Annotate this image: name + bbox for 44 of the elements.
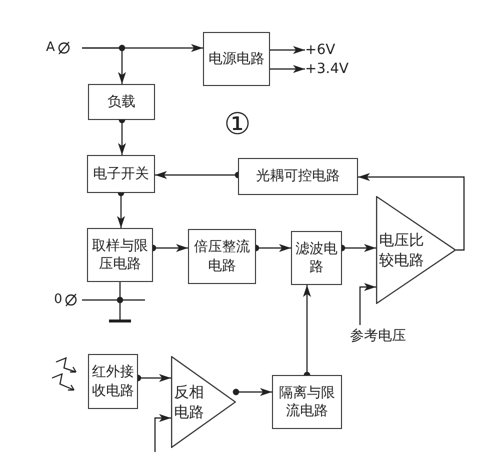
circuit-block (87, 228, 153, 282)
node-label: +3.4V (305, 60, 349, 78)
arrow (155, 171, 238, 179)
node-label: 参考电压 (350, 326, 406, 346)
node-label: 倍压整流电路 (193, 238, 251, 275)
amplifier-triangle (376, 196, 456, 304)
arrow (118, 120, 126, 155)
node-label: 隔离与限流电路 (278, 384, 336, 420)
node-label: +6V (305, 40, 336, 60)
node-label: 红外接收电路 (91, 363, 135, 400)
node-label: 反相电路 (174, 382, 204, 421)
node-label: 滤波电路 (294, 240, 338, 276)
node-label: 电压比较电路 (379, 230, 424, 269)
arrow (270, 65, 305, 73)
circuit-block (88, 354, 138, 409)
arrow (153, 244, 188, 252)
node-label: A (46, 39, 55, 58)
arrow (138, 374, 171, 382)
arrow (256, 244, 291, 252)
arrow (154, 414, 171, 452)
arrow (82, 47, 126, 84)
node-label: 光耦可控电路 (256, 167, 340, 186)
arrow (358, 173, 465, 251)
circuit-block (291, 231, 342, 285)
figure-number: ① (224, 110, 251, 140)
node-label: 电源电路 (208, 50, 264, 68)
circuit-block (188, 229, 256, 284)
circuit-block (203, 32, 270, 86)
node-label: 0 (54, 291, 62, 310)
arrow (236, 388, 272, 396)
arrow (342, 244, 376, 252)
node-label: 取样与限压电路 (91, 236, 149, 274)
circuit-block (272, 375, 342, 429)
arrow (359, 283, 376, 325)
arrow (303, 285, 311, 375)
arrow (270, 46, 305, 54)
arrow (117, 193, 125, 228)
node-label: 负载 (108, 92, 136, 112)
amplifier-triangle (171, 356, 236, 448)
circuit-block (238, 158, 358, 195)
circuit-block (87, 155, 155, 193)
circuit-block (88, 84, 155, 120)
node-label: 电子开关 (93, 164, 149, 184)
arrow (82, 282, 121, 301)
